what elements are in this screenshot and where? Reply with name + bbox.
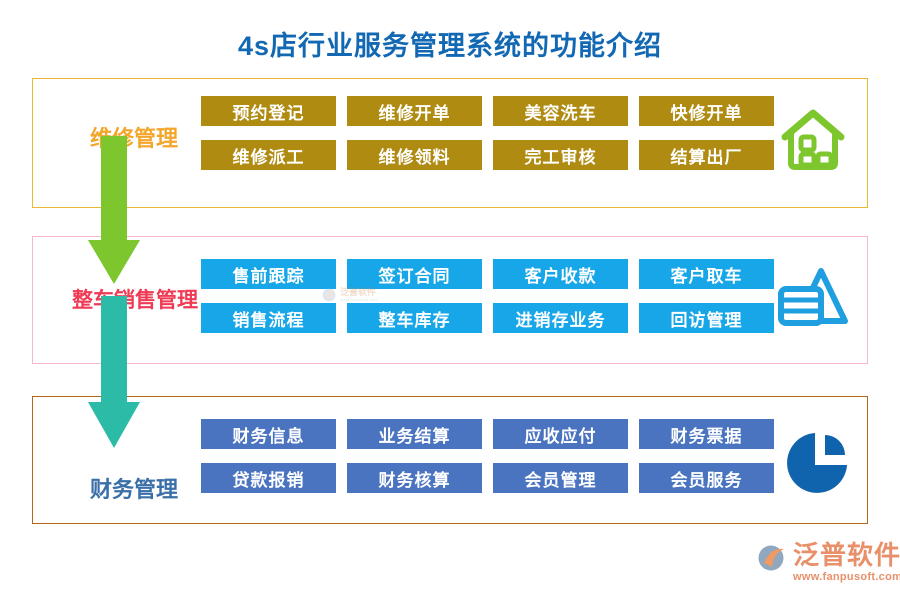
watermark-mark <box>322 288 336 302</box>
feature-button[interactable]: 财务信息 <box>201 419 336 449</box>
chart-triangle-icon <box>773 259 853 344</box>
feature-button[interactable]: 维修开单 <box>347 96 482 126</box>
feature-button[interactable]: 客户取车 <box>639 259 774 289</box>
feature-button[interactable]: 财务核算 <box>347 463 482 493</box>
brand-name: 泛普软件 <box>793 540 900 570</box>
feature-button[interactable]: 回访管理 <box>639 303 774 333</box>
button-grid-sales: 售前跟踪 签订合同 客户收款 客户取车 销售流程 整车库存 进销存业务 回访管理 <box>201 259 811 333</box>
feature-button[interactable]: 维修派工 <box>201 140 336 170</box>
feature-button[interactable]: 整车库存 <box>347 303 482 333</box>
section-label-finance: 财务管理 <box>89 477 178 502</box>
watermark-logo: 泛普软件 www.fanpusoft.com <box>322 288 378 302</box>
section-finance-management: 财务管理 财务信息 业务结算 应收应付 财务票据 贷款报销 财务核算 会员管理 … <box>32 396 868 524</box>
feature-button[interactable]: 快修开单 <box>639 96 774 126</box>
feature-button[interactable]: 维修领料 <box>347 140 482 170</box>
feature-button[interactable]: 美容洗车 <box>493 96 628 126</box>
watermark-url: www.fanpusoft.com <box>340 297 379 302</box>
page-title: 4s店行业服务管理系统的功能介绍 <box>237 31 663 61</box>
feature-button[interactable]: 贷款报销 <box>201 463 336 493</box>
brand-mark-icon <box>758 544 788 577</box>
feature-button[interactable]: 销售流程 <box>201 303 336 333</box>
brand-url: www.fanpusoft.com <box>793 571 900 583</box>
section-label-sales: 整车销售管理 <box>72 288 198 312</box>
feature-button[interactable]: 客户收款 <box>493 259 628 289</box>
button-grid-repair: 预约登记 维修开单 美容洗车 快修开单 维修派工 维修领料 完工审核 结算出厂 <box>201 96 811 170</box>
feature-button[interactable]: 完工审核 <box>493 140 628 170</box>
section-vehicle-sales-management: 整车销售管理 售前跟踪 签订合同 客户收款 客户取车 销售流程 整车库存 进销存… <box>32 236 868 364</box>
feature-button[interactable]: 会员服务 <box>639 463 774 493</box>
feature-button[interactable]: 会员管理 <box>493 463 628 493</box>
feature-button[interactable]: 财务票据 <box>639 419 774 449</box>
feature-button[interactable]: 预约登记 <box>201 96 336 126</box>
pie-chart-icon <box>781 427 853 504</box>
house-icon <box>773 101 853 186</box>
feature-button[interactable]: 签订合同 <box>347 259 482 289</box>
flow-arrow-green <box>88 136 140 284</box>
feature-button[interactable]: 业务结算 <box>347 419 482 449</box>
flow-arrow-teal <box>88 296 140 448</box>
feature-button[interactable]: 进销存业务 <box>493 303 628 333</box>
feature-button[interactable]: 应收应付 <box>493 419 628 449</box>
watermark-name: 泛普软件 <box>340 287 377 297</box>
button-grid-finance: 财务信息 业务结算 应收应付 财务票据 贷款报销 财务核算 会员管理 会员服务 <box>201 419 811 493</box>
feature-button[interactable]: 结算出厂 <box>639 140 774 170</box>
feature-button[interactable]: 售前跟踪 <box>201 259 336 289</box>
section-repair-management: 维修管理 预约登记 维修开单 美容洗车 快修开单 维修派工 维修领料 完工审核 … <box>32 78 868 208</box>
brand-logo: 泛普软件 www.fanpusoft.com <box>758 542 900 583</box>
